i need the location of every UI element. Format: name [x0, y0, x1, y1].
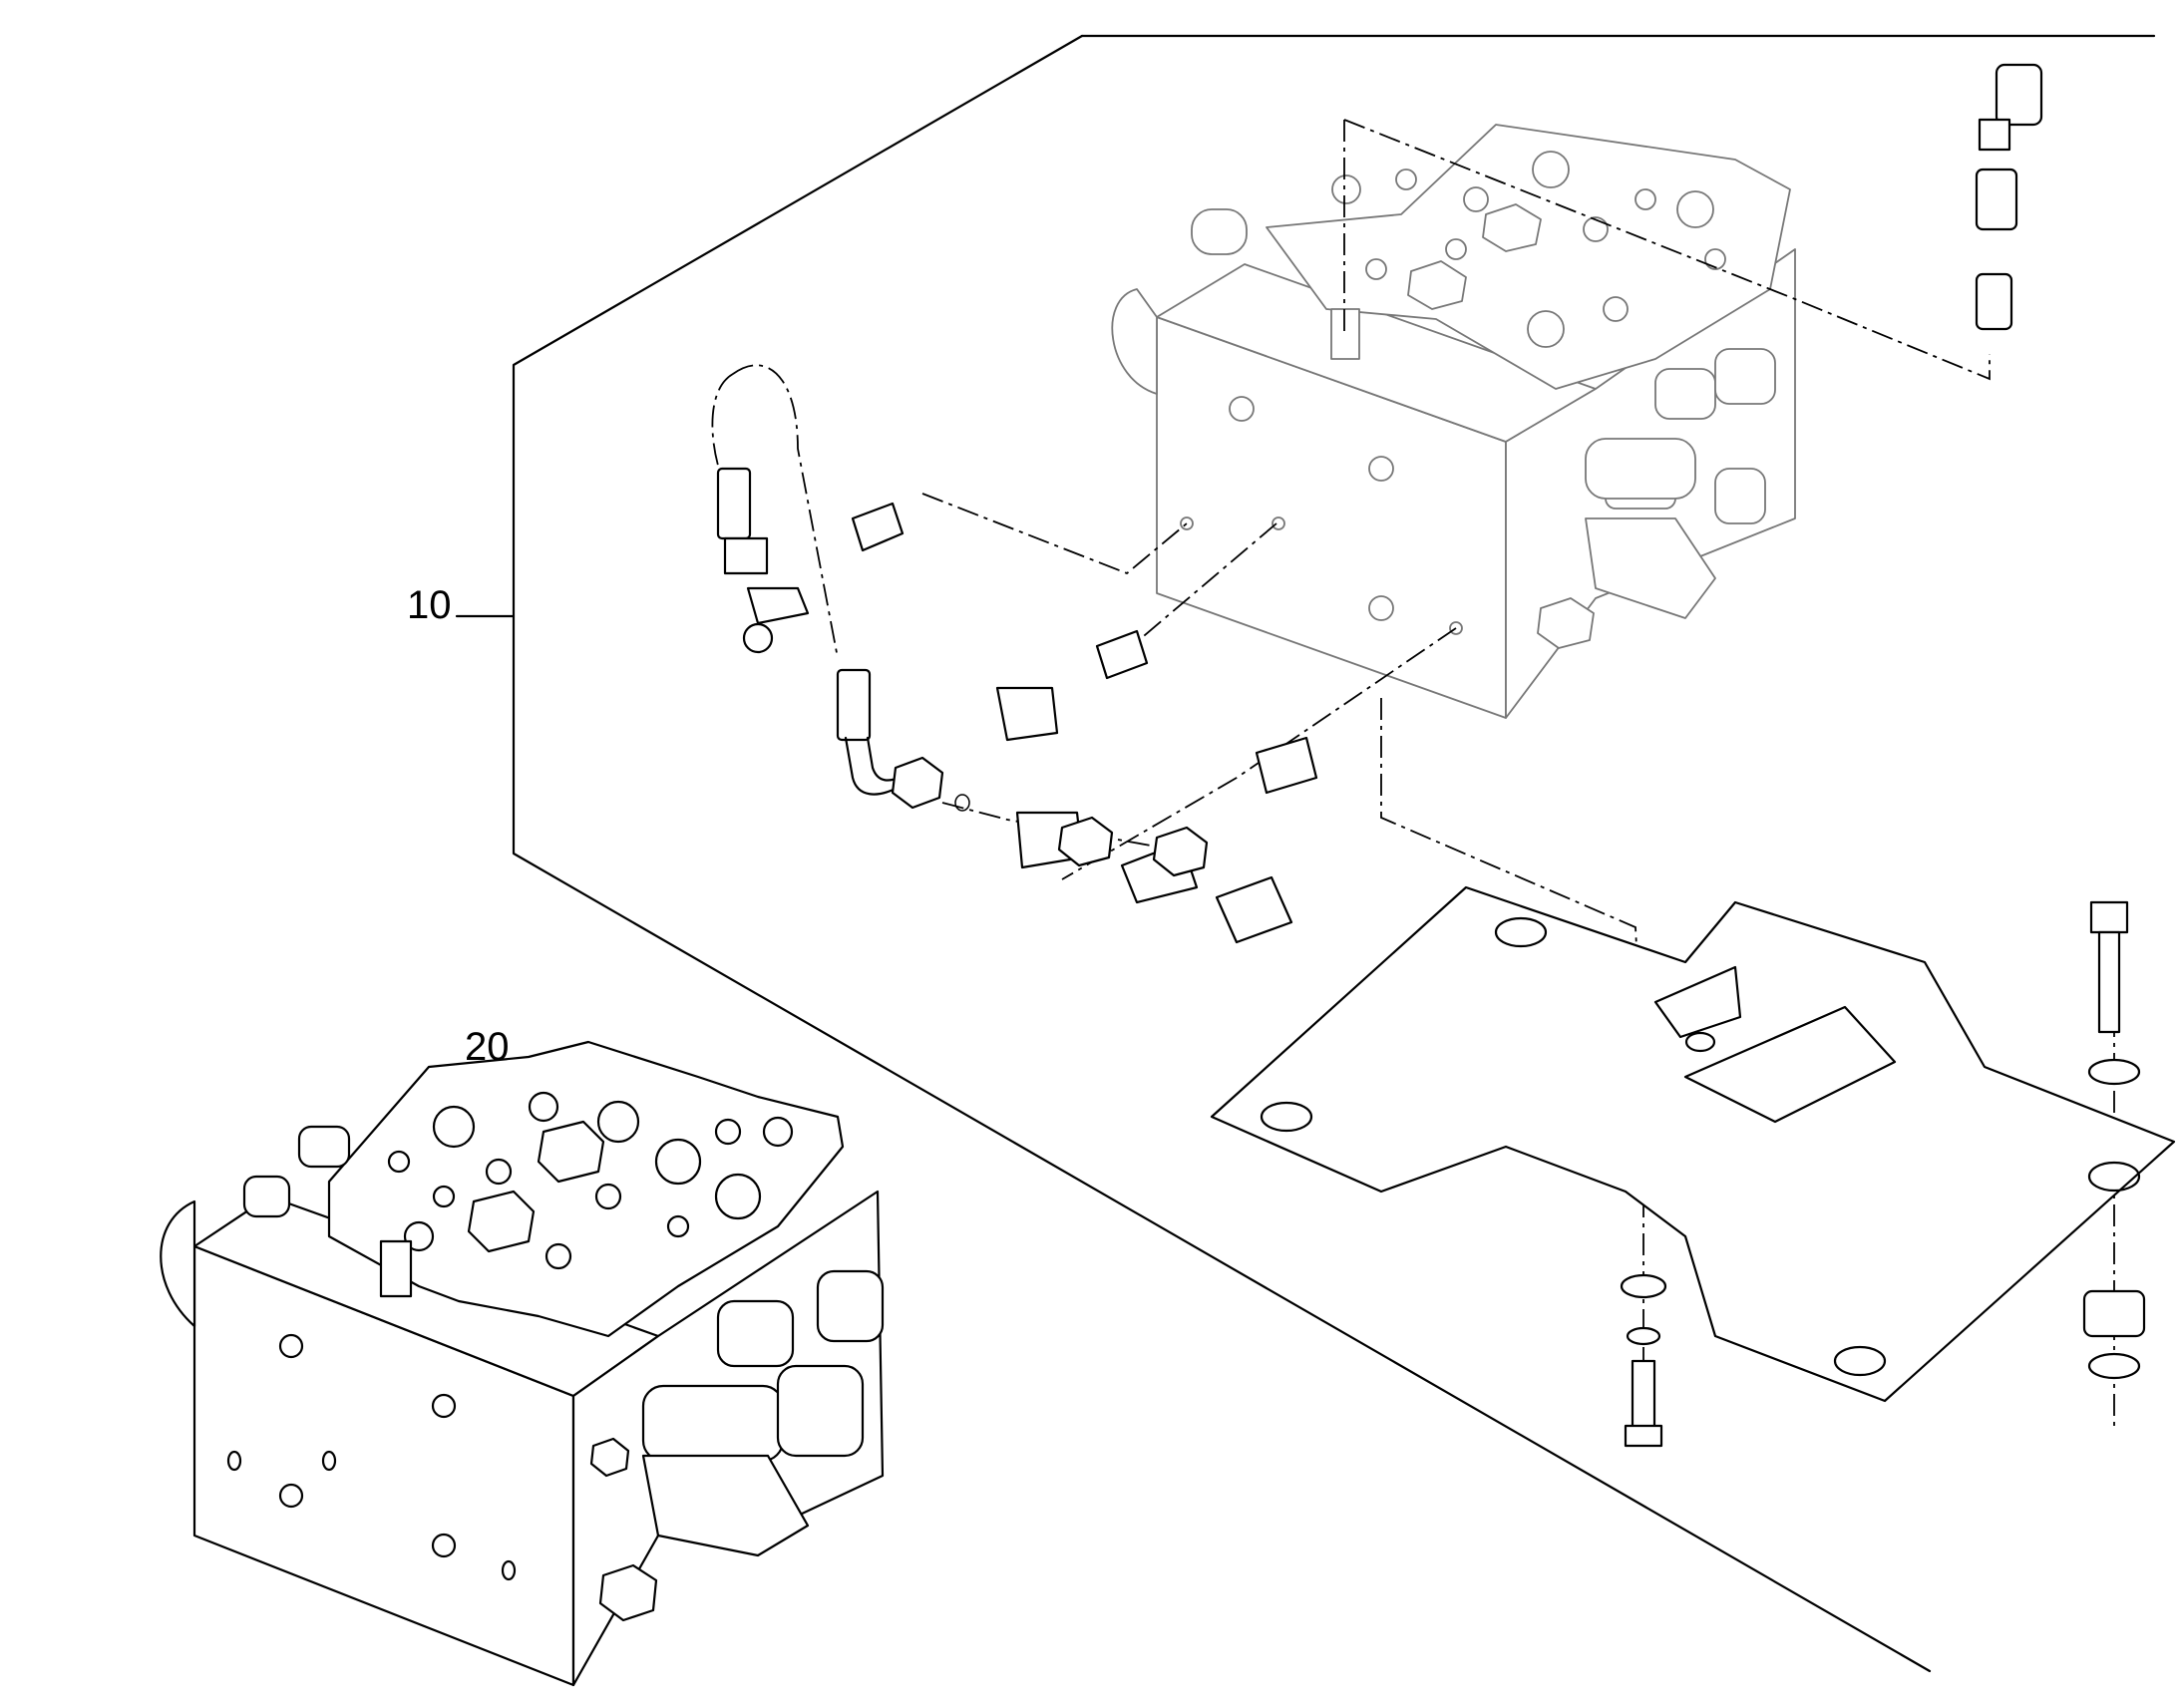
tube-assembly[interactable]: [716, 467, 970, 812]
group-boundary: [512, 34, 2156, 1673]
ghost-control-valve: [1111, 124, 1796, 719]
callout-20-label: 20: [465, 1025, 510, 1069]
callout-10-label: 10: [407, 583, 452, 627]
fittings[interactable]: [851, 63, 2043, 944]
assembly-lines: [711, 119, 2115, 1426]
mounting-bracket[interactable]: [1210, 885, 2176, 1403]
callout-20[interactable]: 20: [465, 1025, 510, 1069]
control-valve-assembly[interactable]: [160, 1040, 885, 1687]
bolts-and-washers[interactable]: [1620, 900, 2146, 1448]
callout-10[interactable]: 10: [407, 583, 516, 627]
